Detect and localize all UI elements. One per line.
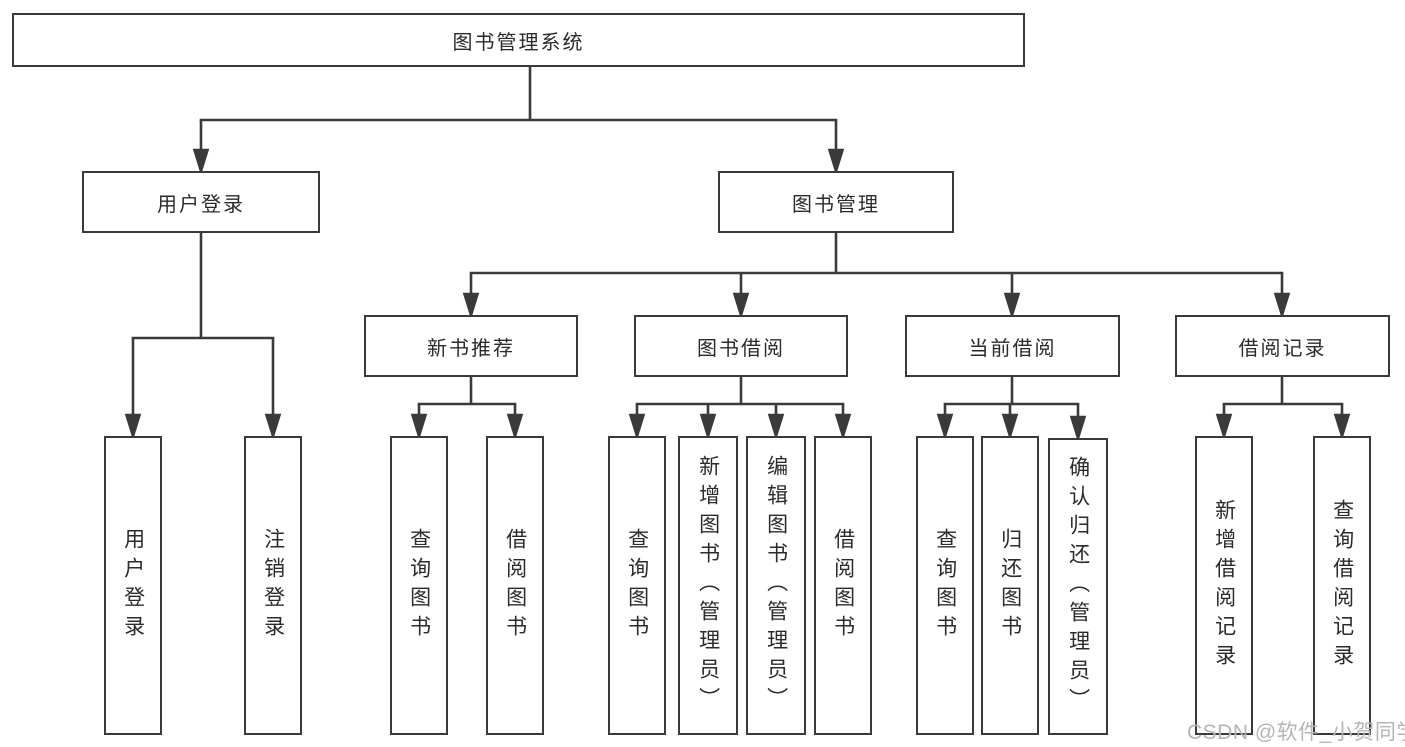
leaf-query-book-under-recommend: 查询图书 [390,436,448,735]
node-borrow-records: 借阅记录 [1175,315,1390,377]
leaf-return-book-label: 归还图书 [998,527,1022,644]
leaf-user-login: 用户登录 [104,436,162,735]
leaf-query-book-under-current: 查询图书 [916,436,974,735]
leaf-query-book-label: 查询图书 [933,527,957,644]
node-book-borrow: 图书借阅 [634,315,848,377]
node-root: 图书管理系统 [12,13,1025,67]
leaf-user-login-label: 用户登录 [121,527,145,644]
node-new-book-recommend-label: 新书推荐 [427,337,515,360]
node-book-borrow-label: 图书借阅 [697,337,785,360]
leaf-edit-book-admin: 编辑图书（管理员） [746,436,806,735]
leaf-add-borrow-record: 新增借阅记录 [1195,436,1253,735]
watermark: CSDN @软件_小贺同学 [1187,721,1405,744]
node-current-borrow: 当前借阅 [905,315,1120,377]
leaf-query-book-label: 查询图书 [625,527,649,644]
node-user-login: 用户登录 [82,171,320,233]
leaf-query-book-under-borrow: 查询图书 [608,436,666,735]
leaf-return-book: 归还图书 [981,436,1039,735]
leaf-query-borrow-record: 查询借阅记录 [1313,436,1371,735]
node-borrow-records-label: 借阅记录 [1238,337,1327,360]
leaf-borrow-book-label: 借阅图书 [831,527,855,644]
leaf-logout-label: 注销登录 [261,527,285,644]
leaf-confirm-return-admin: 确认归还（管理员） [1048,438,1108,735]
node-new-book-recommend: 新书推荐 [364,315,578,377]
leaf-borrow-book-label: 借阅图书 [503,527,527,644]
node-user-login-label: 用户登录 [157,193,245,216]
leaf-logout: 注销登录 [244,436,302,735]
node-book-management: 图书管理 [718,171,954,233]
leaf-add-borrow-record-label: 新增借阅记录 [1212,498,1236,673]
leaf-edit-book-admin-label: 编辑图书（管理员） [764,455,788,716]
leaf-borrow-book-under-recommend: 借阅图书 [486,436,544,735]
node-current-borrow-label: 当前借阅 [968,337,1057,360]
leaf-borrow-book-under-borrow: 借阅图书 [814,436,872,735]
node-book-management-label: 图书管理 [792,193,880,216]
leaf-confirm-return-admin-label: 确认归还（管理员） [1066,456,1090,717]
leaf-query-book-label: 查询图书 [407,527,431,644]
leaf-query-borrow-record-label: 查询借阅记录 [1330,498,1354,673]
node-root-label: 图书管理系统 [452,31,585,54]
leaf-add-book-admin: 新增图书（管理员） [678,436,738,735]
leaf-add-book-admin-label: 新增图书（管理员） [696,455,720,716]
